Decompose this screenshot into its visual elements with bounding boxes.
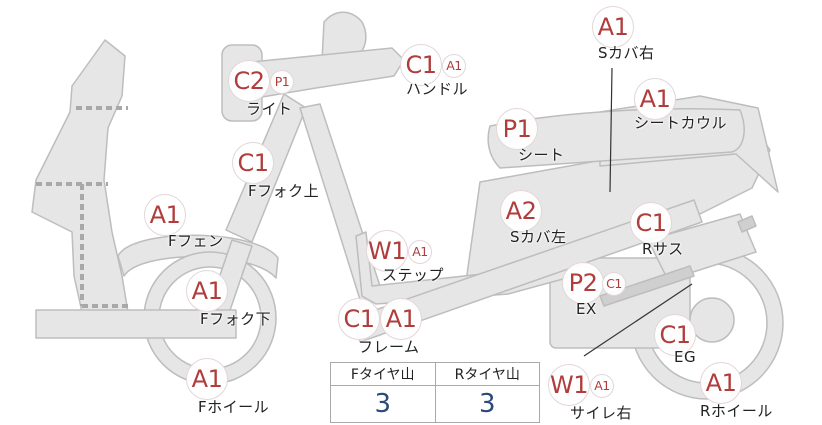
- leg-shield-shape: [31, 39, 129, 313]
- badge-engine-1: C1: [654, 314, 696, 356]
- tire-tread-table: Fタイヤ山 Rタイヤ山 3 3: [330, 362, 540, 423]
- badge-handle-2: A1: [442, 54, 466, 78]
- seat-shape: [487, 108, 745, 169]
- badge-seat-1: P1: [496, 108, 538, 150]
- leader-line-muffler: [583, 283, 693, 357]
- label-f-fork-lower: Fフォク下: [200, 310, 272, 328]
- label-light: ライト: [246, 100, 293, 118]
- badge-exhaust-2: C1: [602, 272, 626, 296]
- label-f-wheel: Fホイール: [198, 398, 270, 416]
- badge-muffler-right-1: W1: [548, 364, 590, 406]
- label-r-suspension: Rサス: [642, 240, 684, 258]
- front-tread-value[interactable]: 3: [330, 385, 436, 423]
- badge-light-2: P1: [270, 70, 294, 94]
- badge-handle-1: C1: [400, 44, 442, 86]
- rear-tread-header: Rタイヤ山: [434, 362, 540, 386]
- badge-light-1: C2: [228, 60, 270, 102]
- label-exhaust: EX: [576, 300, 597, 318]
- exhaust-arm-shape: [737, 215, 757, 233]
- badge-r-wheel-1: A1: [700, 362, 742, 404]
- label-handle: ハンドル: [406, 80, 469, 98]
- label-f-fork-upper: Fフォク上: [248, 182, 320, 200]
- label-frame: フレーム: [358, 338, 420, 356]
- badge-exhaust-1: P2: [562, 262, 604, 304]
- label-s-cover-left: Sカバ左: [510, 228, 567, 246]
- label-seat-cowl: シートカウル: [634, 114, 728, 132]
- label-muffler-right: サイレ右: [570, 404, 633, 422]
- rear-suspension-shape: [647, 213, 757, 281]
- label-r-wheel: Rホイール: [700, 402, 773, 420]
- badge-s-cover-left-1: A2: [500, 190, 542, 232]
- badge-r-suspension-1: C1: [630, 202, 672, 244]
- leader-line-s-cover-right: [609, 67, 613, 193]
- badge-step-1: W1: [366, 230, 408, 272]
- label-seat: シート: [518, 146, 565, 164]
- label-engine: EG: [674, 348, 697, 366]
- badge-frame-2: A1: [380, 298, 422, 340]
- badge-f-fender-1: A1: [144, 194, 186, 236]
- front-tread-header: Fタイヤ山: [330, 362, 436, 386]
- badge-seat-cowl-1: A1: [634, 78, 676, 120]
- badge-f-fork-upper-1: C1: [232, 142, 274, 184]
- exhaust-pipe-shape: [599, 265, 695, 307]
- label-s-cover-right: Sカバ右: [598, 44, 655, 62]
- badge-f-fork-lower-1: A1: [186, 270, 228, 312]
- badge-frame-1: C1: [338, 298, 380, 340]
- badge-step-2: A1: [408, 240, 432, 264]
- label-f-fender: Fフェン: [168, 232, 224, 250]
- badge-muffler-right-2: A1: [590, 374, 614, 398]
- engine-hub: [689, 297, 735, 343]
- label-step: ステップ: [382, 266, 445, 284]
- badge-s-cover-right-1: A1: [592, 6, 634, 48]
- badge-f-wheel-1: A1: [186, 358, 228, 400]
- rear-tread-value[interactable]: 3: [434, 385, 540, 423]
- front-lower-panel-shape: [35, 309, 237, 339]
